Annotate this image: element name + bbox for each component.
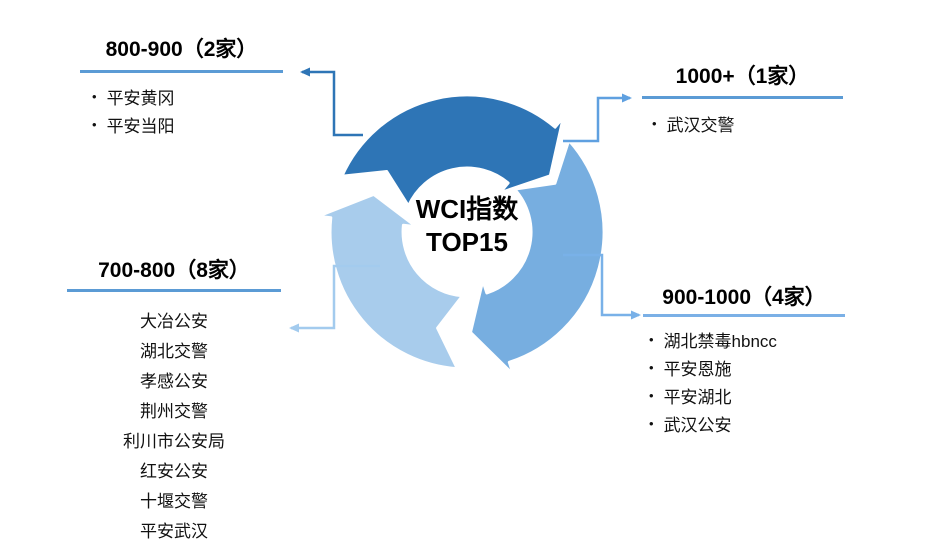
- bullet-icon: •: [649, 387, 654, 403]
- group-title-900-1000: 900-1000（4家）: [662, 286, 826, 309]
- bullet-icon: •: [649, 415, 654, 431]
- list-item: •孝感公安: [67, 364, 281, 394]
- group-underline-700-800: [67, 289, 281, 292]
- list-item: •红安公安: [67, 454, 281, 484]
- account-list-900-1000: • 湖北禁毒hbncc • 平安恩施 • 平安湖北 • 武汉公安: [645, 325, 855, 437]
- account-name: 武汉交警: [666, 115, 735, 135]
- account-name: 红安公安: [140, 461, 208, 481]
- account-name: 平安恩施: [663, 359, 732, 379]
- account-list-800-900: • 平安黄冈 • 平安当阳: [88, 82, 278, 138]
- list-item: • 武汉交警: [648, 109, 838, 137]
- group-underline-900-1000: [643, 314, 845, 317]
- account-name: 武汉公安: [663, 415, 732, 435]
- account-name: 平安当阳: [106, 116, 175, 136]
- account-name: 平安黄冈: [106, 88, 175, 108]
- list-item: • 湖北禁毒hbncc: [645, 325, 855, 353]
- account-name: 湖北禁毒hbncc: [663, 331, 777, 351]
- account-name: 平安武汉: [140, 521, 208, 541]
- connector-arrow-top-right: [563, 93, 632, 143]
- list-item: •湖北交警: [67, 334, 281, 364]
- group-underline-800-900: [80, 70, 283, 73]
- account-list-700-800: •大冶公安•湖北交警•孝感公安•荆州交警•利川市公安局•红安公安•十堰交警•平安…: [67, 304, 281, 544]
- list-item: • 平安恩施: [645, 353, 855, 381]
- connector-arrow-top-left: [300, 67, 363, 137]
- group-title-800-900: 800-900（2家）: [105, 38, 258, 61]
- group-title-700-800: 700-800（8家）: [98, 259, 250, 282]
- account-name: 大冶公安: [140, 311, 208, 331]
- cycle-arrow-segments: [316, 93, 606, 377]
- bullet-icon: •: [92, 116, 97, 132]
- list-item: • 平安湖北: [645, 381, 855, 409]
- account-name: 荆州交警: [140, 401, 208, 421]
- account-name: 利川市公安局: [123, 431, 225, 451]
- list-item: •利川市公安局: [67, 424, 281, 454]
- bullet-icon: •: [649, 359, 654, 375]
- account-list-1000plus: • 武汉交警: [648, 109, 838, 137]
- list-item: •平安武汉: [67, 514, 281, 544]
- list-item: •大冶公安: [67, 304, 281, 334]
- group-title-1000plus: 1000+（1家）: [675, 65, 810, 88]
- bullet-icon: •: [92, 88, 97, 104]
- bullet-icon: •: [649, 331, 654, 347]
- center-title-line2: TOP15: [426, 227, 508, 257]
- list-item: •十堰交警: [67, 484, 281, 514]
- account-name: 平安湖北: [663, 387, 732, 407]
- connector-arrow-bottom-right: [563, 253, 641, 320]
- account-name: 十堰交警: [140, 491, 208, 511]
- cycle-segment-dark: [340, 93, 565, 208]
- connector-arrow-bottom-left: [289, 264, 380, 333]
- account-name: 湖北交警: [140, 341, 208, 361]
- cycle-segment-medium: [469, 138, 606, 377]
- list-item: • 武汉公安: [645, 409, 855, 437]
- cycle-segment-light: [316, 192, 464, 371]
- bullet-icon: •: [652, 115, 657, 131]
- cycle-center-title: WCI指数 TOP15: [387, 193, 547, 259]
- group-underline-1000plus: [642, 96, 843, 99]
- list-item: • 平安黄冈: [88, 82, 278, 110]
- list-item: •荆州交警: [67, 394, 281, 424]
- account-name: 孝感公安: [140, 371, 208, 391]
- center-title-line1: WCI指数: [415, 194, 519, 224]
- list-item: • 平安当阳: [88, 110, 278, 138]
